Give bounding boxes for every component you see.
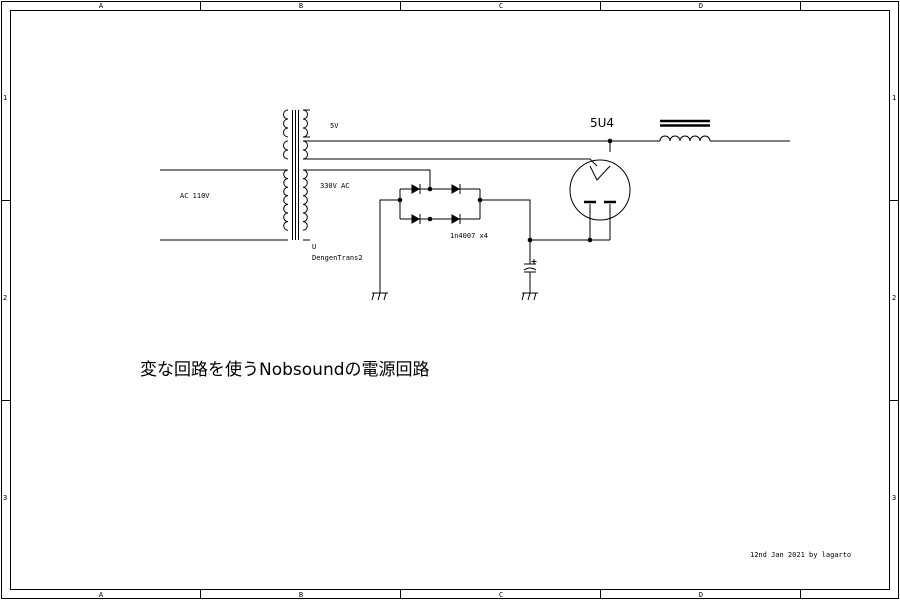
- row-label-2-left: 2: [3, 294, 7, 302]
- col-label-a-top: A: [99, 2, 104, 10]
- row-label-3-left: 3: [3, 494, 7, 502]
- col-label-a-bottom: A: [99, 591, 104, 599]
- row-label-1-right: 1: [892, 94, 896, 102]
- junction-dot: [527, 237, 533, 243]
- col-label-c-bottom: C: [499, 591, 503, 599]
- footer-credit: 12nd Jan 2021 by lagarto: [750, 551, 851, 559]
- ground-symbol: [371, 292, 388, 301]
- secondary-hv-label: 330V AC: [320, 182, 350, 190]
- bridge-diode-3: [411, 214, 421, 224]
- junction-dot: [427, 186, 433, 192]
- filter-capacitor: [523, 259, 537, 273]
- junction-dot: [587, 237, 593, 243]
- rectifier-tube: [569, 159, 631, 221]
- row-label-1-left: 1: [3, 94, 7, 102]
- junction-dot: [397, 197, 403, 203]
- power-transformer: [283, 109, 310, 240]
- junction-dot: [477, 197, 483, 203]
- transformer-ref-label: U: [312, 243, 316, 251]
- ground-symbol: [521, 292, 538, 301]
- junction-dot: [427, 216, 433, 222]
- transformer-name-label: DengenTrans2: [312, 254, 363, 262]
- col-label-c-top: C: [499, 2, 503, 10]
- junction-dot: [607, 138, 613, 144]
- row-label-2-right: 2: [892, 294, 896, 302]
- secondary-5v-label: 5V: [330, 122, 339, 130]
- col-label-d-bottom: D: [699, 591, 703, 599]
- wiring: [160, 140, 790, 293]
- tube-label: 5U4: [590, 116, 614, 130]
- col-label-b-top: B: [299, 2, 303, 10]
- ac-input-label: AC 110V: [180, 192, 210, 200]
- col-label-b-bottom: B: [299, 591, 303, 599]
- bridge-diode-1: [411, 184, 421, 194]
- row-label-3-right: 3: [892, 494, 896, 502]
- col-label-d-top: D: [699, 2, 703, 10]
- diode-label: 1n4007 x4: [450, 232, 488, 240]
- bridge-diode-2: [451, 184, 461, 194]
- schematic-title: 変な回路を使うNobsoundの電源回路: [140, 359, 430, 380]
- bridge-diode-4: [451, 214, 461, 224]
- filter-choke: [659, 119, 711, 142]
